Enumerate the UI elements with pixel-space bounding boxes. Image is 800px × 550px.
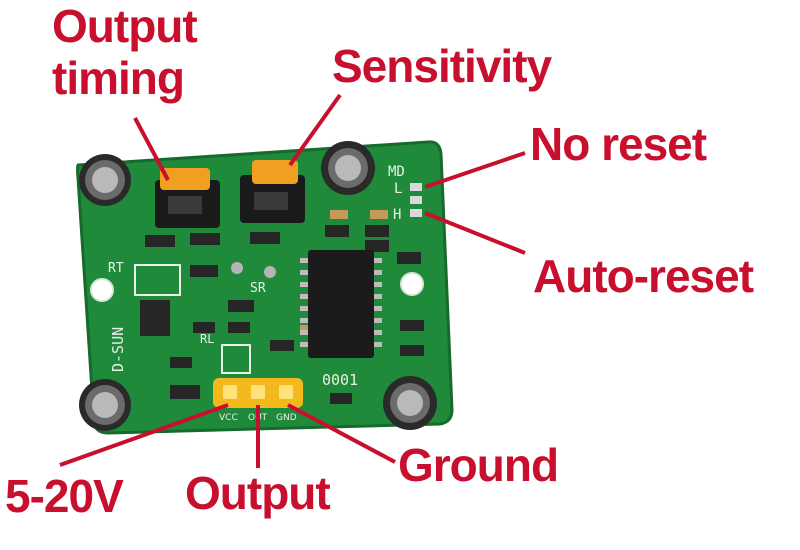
potentiometer-sensitivity (240, 160, 305, 223)
leader-sensitivity (288, 93, 342, 167)
pad-rt (134, 264, 181, 296)
label-output-timing: Output timing (52, 0, 198, 104)
leader-voltage (59, 403, 229, 467)
silk-board-id: 0001 (322, 371, 358, 389)
leader-output-timing (133, 117, 170, 181)
label-sensitivity: Sensitivity (332, 40, 552, 92)
silk-rt: RT (108, 261, 124, 276)
silk-sr: SR (250, 281, 266, 296)
capacitor-top-left (79, 154, 131, 206)
jumper-pins (410, 183, 422, 217)
leader-no-reset (424, 151, 526, 189)
pin-header (213, 378, 303, 408)
mount-hole (90, 278, 114, 302)
silk-rl: RL (200, 332, 214, 346)
capacitor-bottom-left (79, 379, 131, 431)
label-voltage: 5-20V (5, 470, 124, 522)
silk-md: MD (388, 164, 405, 180)
silk-pin-vcc: VCC (219, 413, 238, 423)
potentiometer-time (155, 168, 220, 228)
smd-components (140, 225, 424, 404)
silk-pin-gnd: GND (276, 413, 297, 423)
label-output-timing-line1: Output (52, 0, 198, 52)
label-auto-reset: Auto-reset (533, 250, 754, 302)
silk-l: L (394, 181, 402, 197)
leader-ground (287, 403, 396, 464)
mount-hole (400, 272, 424, 296)
silk-h: H (393, 207, 401, 223)
label-output-timing-line2: timing (52, 52, 185, 104)
label-ground: Ground (398, 439, 559, 491)
label-no-reset: No reset (530, 118, 707, 170)
leader-auto-reset (424, 211, 526, 255)
label-output: Output (185, 467, 331, 519)
pad-rl (221, 344, 251, 374)
capacitor-bottom-right (383, 376, 437, 430)
ic-chip (300, 250, 382, 358)
capacitor-top-right (321, 141, 375, 195)
via (231, 262, 243, 274)
via (264, 266, 276, 278)
silk-brand: D-SUN (109, 327, 127, 372)
